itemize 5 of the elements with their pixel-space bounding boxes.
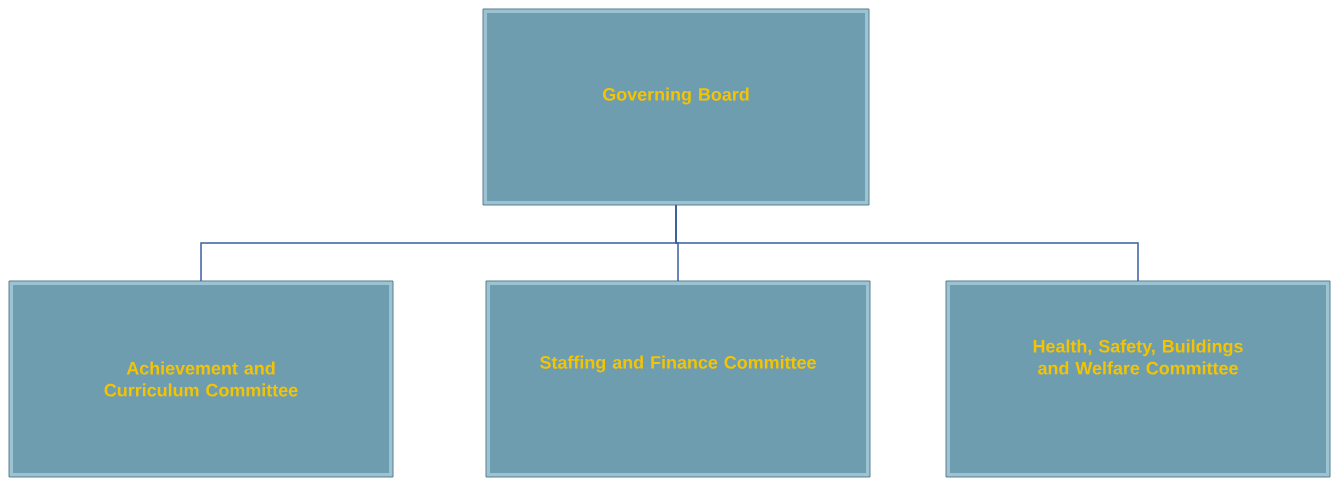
committee-box: Governing Board [482, 8, 870, 206]
connector-line [675, 204, 1139, 282]
committee-box: Health, Safety, Buildings and Welfare Committee [945, 280, 1331, 478]
committee-box: Staffing and Finance Committee [485, 280, 871, 478]
committee-box: Achievement and Curriculum Committee [8, 280, 394, 478]
